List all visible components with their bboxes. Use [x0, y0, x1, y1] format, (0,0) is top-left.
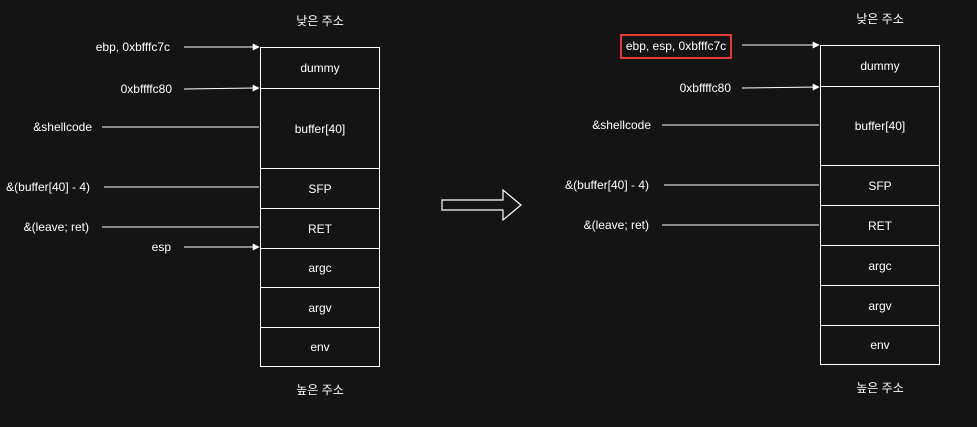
left-stack-cell-argv: argv [261, 288, 379, 328]
right-stack-cell-sfp: SFP [821, 166, 939, 206]
left-stack-cell-sfp: SFP [261, 169, 379, 209]
right-arrow-icon [441, 188, 522, 222]
right-pointer-label-leave-ret: &(leave; ret) [583, 218, 649, 232]
right-low-address-label: 낮은 주소 [856, 12, 904, 26]
right-stack-cell-buffer: buffer[40] [821, 87, 939, 166]
left-stack-cell-dummy: dummy [261, 48, 379, 89]
right-pointer-label-buffer: &(buffer[40] - 4) [565, 178, 649, 192]
left-pointer-label-ebp: ebp, 0xbfffc7c [95, 40, 170, 54]
left-high-address-label: 높은 주소 [296, 383, 344, 397]
left-stack-cell-env: env [310, 340, 330, 354]
right-high-address-label: 높은 주소 [856, 381, 904, 395]
right-pointer-label-0xbffffc80: 0xbffffc80 [679, 81, 731, 95]
right-stack-cell-dummy: dummy [821, 46, 939, 87]
right-pointer-label-shellcode: &shellcode [592, 118, 651, 132]
left-pointer-0xbffffc80-arrow [183, 84, 260, 92]
right-pointer-label-ebp-esp: ebp, esp, 0xbfffc7c [625, 39, 727, 53]
right-stack-cell-ret: RET [821, 206, 939, 246]
left-stack-cell-ret: RET [261, 209, 379, 249]
right-stack-frame: dummy buffer[40] SFP RET argc argv env [820, 45, 940, 365]
left-pointer-label-leave-ret: &(leave; ret) [23, 220, 89, 234]
left-stack-frame: dummy buffer[40] SFP RET argc argv env [260, 47, 380, 367]
left-pointer-label-esp: esp [151, 240, 171, 254]
right-stack-cell-argv: argv [821, 286, 939, 326]
left-low-address-label: 낮은 주소 [296, 14, 344, 28]
left-pointer-label-0xbffffc80: 0xbffffc80 [120, 82, 172, 96]
right-pointer-0xbffffc80-arrow [741, 83, 820, 91]
left-stack-cell-argc: argc [261, 249, 379, 288]
left-stack-cell-buffer: buffer[40] [261, 89, 379, 169]
left-pointer-label-shellcode: &shellcode [33, 120, 92, 134]
right-stack-cell-argc: argc [821, 246, 939, 286]
right-stack-cell-env: env [870, 338, 890, 352]
right-highlight-box [620, 34, 732, 59]
left-pointer-label-buffer: &(buffer[40] - 4) [6, 180, 90, 194]
